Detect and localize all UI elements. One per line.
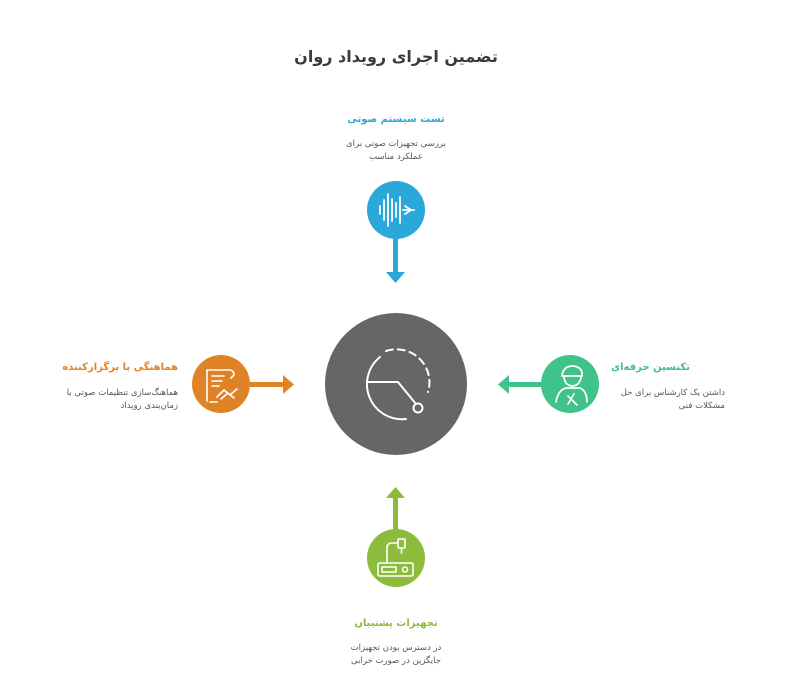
bottom-step-desc-line2: جایگزین در صورت خرابی [351, 656, 441, 666]
bottom-node [367, 487, 425, 587]
sound-wave-icon [379, 193, 415, 227]
clock-fast-forward-icon [366, 348, 431, 421]
top-step-desc: بررسی تجهیزات صوتی برای عملکرد مناسب [330, 138, 462, 164]
left-step-desc-line1: هماهنگ‌سازی تنظیمات صوتی با [66, 388, 178, 398]
top-step-desc-line2: عملکرد مناسب [369, 152, 423, 162]
right-node [498, 355, 599, 413]
left-step-title: هماهنگی با برگزارکننده [62, 362, 178, 373]
bottom-circle [367, 529, 425, 587]
left-circle [192, 355, 250, 413]
left-node [192, 355, 294, 413]
bottom-step-desc: در دسترس بودن تجهیزات جایگزین در صورت خر… [330, 642, 462, 668]
backup-equipment-icon [377, 538, 414, 577]
bottom-step-title: تجهیزات پشتیبان [354, 618, 438, 629]
handshake-contract-icon [206, 369, 238, 403]
right-step-desc-line2: مشکلات فنی [678, 401, 725, 411]
diagram-title: تضمین اجرای رویداد روان [294, 47, 498, 66]
center-circle [325, 313, 467, 455]
center-node [325, 313, 467, 455]
bottom-step-desc-line1: در دسترس بودن تجهیزات [350, 643, 442, 653]
bottom-arrow [386, 487, 405, 531]
right-step-title: تکنسین حرفه‌ای [610, 362, 690, 373]
top-step-title: تست سیستم صوتی [347, 114, 445, 125]
left-step-desc: هماهنگ‌سازی تنظیمات صوتی با زمان‌بندی رو… [40, 387, 178, 413]
right-step-desc: داشتن یک کارشناس برای حل مشکلات فنی [595, 387, 725, 413]
right-circle [541, 355, 599, 413]
right-step-desc-line1: داشتن یک کارشناس برای حل [620, 388, 725, 398]
left-step-desc-line2: زمان‌بندی رویداد [120, 401, 178, 411]
right-arrow [498, 375, 542, 394]
left-arrow [250, 375, 294, 394]
top-step-desc-line1: بررسی تجهیزات صوتی برای [346, 139, 446, 149]
technician-icon [555, 365, 588, 406]
top-arrow [386, 239, 405, 283]
top-node [367, 181, 425, 283]
